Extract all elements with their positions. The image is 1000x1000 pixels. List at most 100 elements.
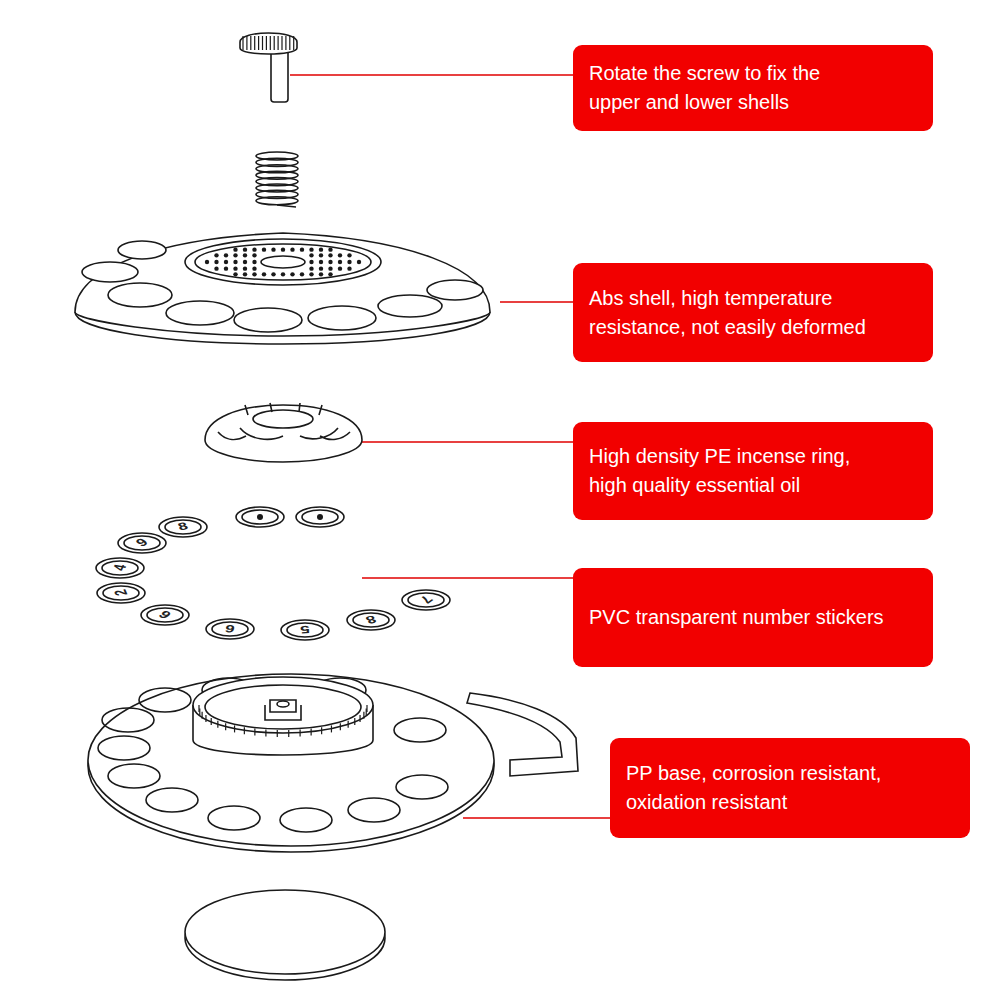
vent-dot [300, 247, 304, 251]
hub-tooth [288, 730, 289, 737]
vent-dot [347, 253, 351, 257]
finger-hole [394, 718, 446, 742]
spring-coil [256, 197, 298, 205]
callout-box: PP base, corrosion resistant, oxidation … [610, 738, 970, 838]
knurl-line [270, 36, 271, 50]
vent-dot [290, 247, 294, 251]
vent-dot [319, 247, 323, 251]
hub-tooth [340, 723, 341, 730]
sticker-number: 2 [110, 585, 132, 600]
vent-dot [271, 272, 275, 276]
grille-center [261, 256, 305, 268]
vent-dot [328, 272, 332, 276]
callout-text: Rotate the screw to fix the upper and lo… [589, 59, 869, 117]
vent-dot [319, 253, 323, 257]
vent-dot [347, 266, 351, 270]
knurl-line [254, 36, 255, 50]
hub-tooth [331, 725, 332, 732]
sticker-outline [236, 507, 284, 527]
hub-tooth [211, 718, 212, 725]
spring-end [277, 205, 296, 207]
base-holes [98, 678, 448, 832]
hub-tooth [234, 725, 235, 732]
vent-dot [243, 247, 247, 251]
vent-dot [252, 247, 256, 251]
hub-tooth [321, 727, 322, 734]
knurl-line [242, 36, 243, 50]
ring-grooves [218, 428, 350, 439]
finger-hole [308, 306, 376, 330]
leader-line [463, 817, 610, 819]
sticker-icon [317, 514, 323, 520]
vent-dot [243, 260, 247, 264]
vent-dot [233, 272, 237, 276]
sticker-outline [206, 619, 254, 639]
finger-hole [102, 708, 154, 732]
leader-line [362, 577, 573, 579]
base-top [88, 674, 494, 846]
hub-tooth [244, 727, 245, 734]
vent-dot [214, 253, 218, 257]
sticker-number: 6 [219, 622, 242, 635]
incense-ring [205, 403, 362, 462]
finger-hole [139, 688, 191, 712]
vent-dot [338, 260, 342, 264]
finger-hole [280, 808, 332, 832]
vent-dot [214, 266, 218, 270]
hub-tooth [363, 712, 364, 719]
sticker-outline [97, 583, 145, 603]
finger-hole [146, 788, 198, 812]
hub-teeth [199, 705, 367, 737]
grille-rim [185, 239, 381, 285]
hub-tooth [354, 718, 355, 725]
screw-head [240, 33, 297, 54]
vent-dot [252, 272, 256, 276]
sticker-outline [347, 610, 395, 630]
knurl-line [246, 36, 247, 50]
vent-dot [319, 266, 323, 270]
vent-dot [262, 272, 266, 276]
sticker-inner [212, 622, 248, 636]
vent-dot [252, 253, 256, 257]
finger-hole [427, 280, 483, 300]
sticker-outline [96, 558, 144, 578]
finger-hole [108, 764, 160, 788]
finger-hole [378, 295, 442, 317]
hub-post [265, 700, 301, 720]
sticker-inner [102, 561, 138, 575]
vent-dot [309, 253, 313, 257]
vent-dot [309, 272, 313, 276]
sticker-inner [103, 586, 139, 600]
grille-inner [195, 244, 371, 280]
vent-dot [205, 260, 209, 264]
finger-hole [396, 775, 448, 799]
vent-dot [309, 247, 313, 251]
spring [256, 152, 298, 207]
vent-dot [309, 260, 313, 264]
hub-tooth [299, 729, 300, 736]
finger-hole [166, 301, 234, 325]
callout-box: Abs shell, high temperature resistance, … [573, 263, 933, 362]
sticker-number: 5 [294, 624, 315, 636]
knurl-line [289, 36, 290, 50]
leader-line [500, 301, 573, 303]
callout-text: High density PE incense ring, high quali… [589, 442, 889, 500]
screw [240, 33, 297, 102]
vent-dot [357, 260, 361, 264]
ring-body [205, 405, 362, 462]
top-shell [75, 233, 490, 344]
sticker-outline [141, 605, 189, 625]
hub-tooth [311, 729, 312, 736]
finger-hole [234, 308, 302, 332]
knurl-line [250, 36, 251, 50]
knurl-line [274, 36, 275, 50]
vent-dot [243, 253, 247, 257]
knurl-line [293, 36, 294, 50]
hub-tooth [205, 715, 206, 722]
finger-hole [348, 798, 400, 822]
leader-line [290, 74, 573, 76]
vent-dot [214, 260, 218, 264]
vent-dot [347, 260, 351, 264]
vent-dot [224, 260, 228, 264]
